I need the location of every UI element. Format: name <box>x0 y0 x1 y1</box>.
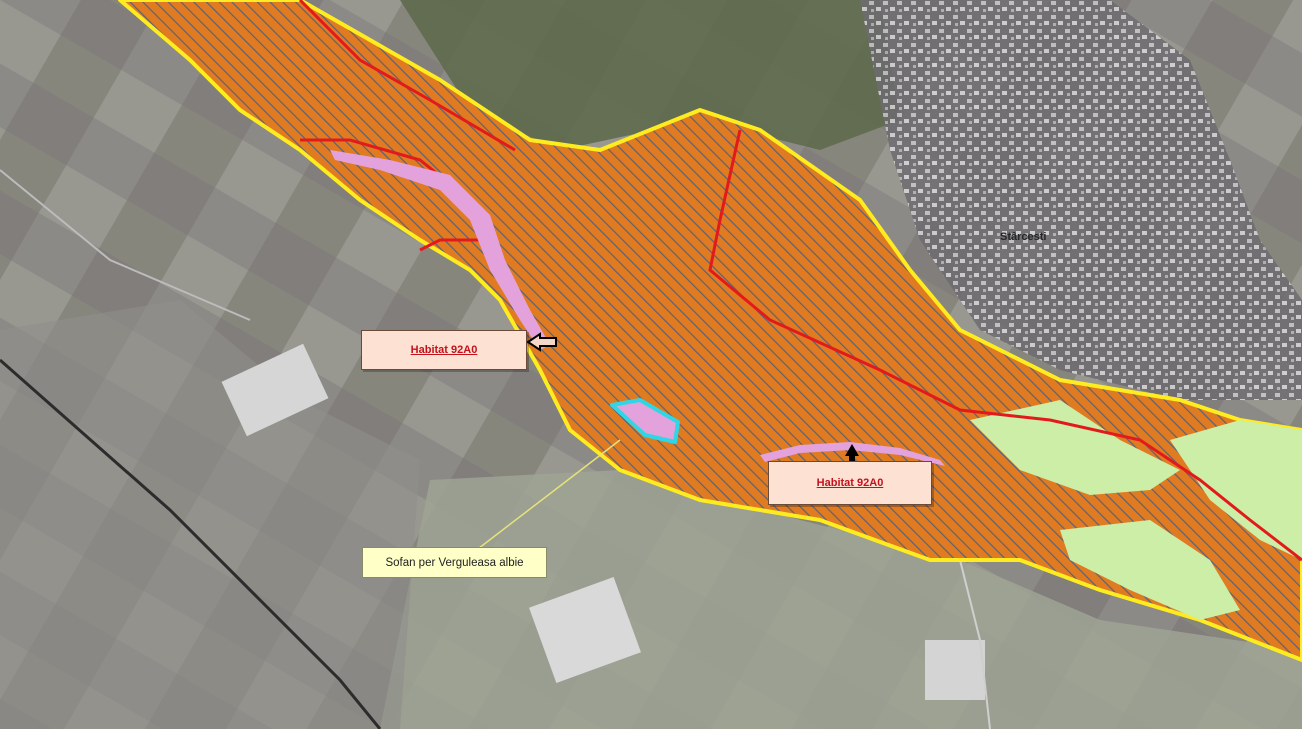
habitat-92a0-label-south[interactable]: Habitat 92A0 <box>768 461 932 505</box>
habitat-92a0-label-text: Habitat 92A0 <box>816 477 884 489</box>
meadow-patch-south[interactable] <box>1060 520 1240 620</box>
grassland-west <box>0 300 420 729</box>
habitat-92a0-label-west[interactable]: Habitat 92A0 <box>361 330 527 370</box>
arrow-up-icon <box>845 444 859 468</box>
farm-buildings-east <box>925 640 985 700</box>
riverbed-note-text: Sofan per Verguleasa albie <box>385 556 524 569</box>
note-leader-line <box>469 439 621 556</box>
habitat-92a0-label-text: Habitat 92A0 <box>410 344 478 356</box>
grassland-south <box>380 470 1302 729</box>
green-fields-north <box>400 0 900 150</box>
meadow-patch-north[interactable] <box>970 400 1180 495</box>
habitat-92a0-strip-south[interactable] <box>760 442 945 466</box>
road-south <box>959 559 991 730</box>
meadow-patch-east[interactable] <box>1170 420 1302 560</box>
riverbed-note[interactable]: Sofan per Verguleasa albie <box>362 547 547 578</box>
riverbed-polygon[interactable] <box>610 398 680 444</box>
riverbed-west[interactable] <box>298 0 516 152</box>
habitat-92a0-strip-north[interactable] <box>330 150 550 350</box>
riverbed-main[interactable] <box>708 129 1302 562</box>
arrow-left-icon <box>526 332 557 352</box>
farm-buildings-south <box>529 577 641 683</box>
road-diagonal <box>0 358 382 730</box>
village-area <box>860 0 1302 400</box>
village-label: Stârcesti <box>1000 231 1047 243</box>
farm-buildings-west <box>221 343 329 437</box>
road-track <box>0 169 251 321</box>
